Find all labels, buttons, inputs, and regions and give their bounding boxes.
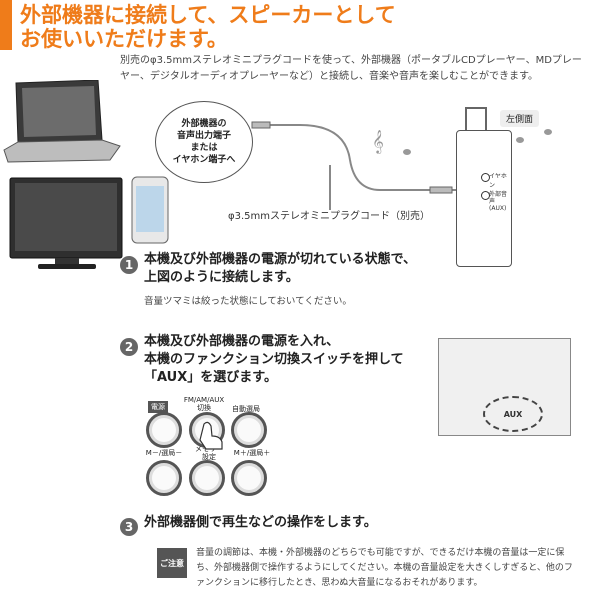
connection-diagram: 𝄞 bbox=[3, 80, 552, 269]
radio-handle-icon bbox=[465, 107, 487, 130]
finger-press-icon bbox=[199, 421, 223, 450]
plug-right-icon bbox=[429, 186, 453, 194]
title-line-2: お使いいただけます。 bbox=[20, 27, 228, 51]
title-accent-bar bbox=[0, 0, 12, 50]
step-2-text: 本機及び外部機器の電源を入れ、 本機のファンクション切換スイッチを押して 「AU… bbox=[144, 334, 404, 385]
notice-text: 音量の調節は、本機・外部機器のどちらでも可能ですが、できるだけ本機の音量は一定に… bbox=[196, 548, 573, 588]
step-1-text: 本機及び外部機器の電源が切れている状態で、 上図のように接続します。 bbox=[144, 252, 417, 285]
music-notes-icon: 𝄞 bbox=[372, 129, 552, 155]
auto-tune-button[interactable] bbox=[231, 412, 267, 448]
tv-icon bbox=[9, 177, 123, 269]
smartphone-icon bbox=[131, 176, 169, 244]
step-1-note: 音量ツマミは絞った状態にしておいてください。 bbox=[144, 296, 352, 307]
m-plus-label: M＋/選局＋ bbox=[233, 449, 271, 457]
aux-jack-icon bbox=[481, 191, 490, 200]
page-title: 外部機器に接続して、スピーカーとして お使いいただけます。 bbox=[20, 3, 396, 51]
power-label: 電源 bbox=[148, 401, 168, 413]
m-minus-label: M－/選局－ bbox=[145, 449, 183, 457]
radio-side-panel: イヤホン 外部音声 (AUX) bbox=[456, 130, 512, 267]
left-side-label: 左側面 bbox=[500, 110, 540, 127]
step-3-number: 3 bbox=[120, 518, 138, 536]
m-minus-button[interactable] bbox=[146, 460, 182, 496]
notice-tag: ご注意 bbox=[157, 548, 187, 578]
title-line-1: 外部機器に接続して、スピーカーとして bbox=[20, 3, 396, 27]
m-plus-button[interactable] bbox=[231, 460, 267, 496]
function-switch-label: FM/AM/AUX 切換 bbox=[183, 396, 225, 412]
connection-callout: 外部機器の 音声出力端子 または イヤホン端子へ bbox=[155, 101, 253, 183]
cable-label: φ3.5mmステレオミニプラグコード（別売） bbox=[228, 211, 430, 222]
auto-tune-label: 自動選局 bbox=[232, 405, 260, 413]
cable-icon bbox=[252, 124, 460, 210]
step-1-number: 1 bbox=[120, 256, 138, 274]
svg-text:𝄞: 𝄞 bbox=[372, 129, 384, 154]
plug-left-icon bbox=[251, 121, 271, 129]
step-2-number: 2 bbox=[120, 338, 138, 356]
step-3-text: 外部機器側で再生などの操作をします。 bbox=[144, 515, 377, 530]
power-button[interactable] bbox=[146, 412, 182, 448]
memory-button[interactable] bbox=[189, 460, 225, 496]
intro-text: 別売のφ3.5mmステレオミニプラグコードを使って、外部機器（ポータブルCDプレ… bbox=[120, 55, 582, 82]
earphone-jack-icon bbox=[481, 173, 490, 182]
earphone-jack-label: イヤホン bbox=[489, 173, 507, 189]
laptop-icon bbox=[3, 80, 121, 163]
display-aux-indicator: AUX bbox=[483, 396, 543, 432]
aux-jack-label: 外部音声 (AUX) bbox=[489, 191, 508, 212]
